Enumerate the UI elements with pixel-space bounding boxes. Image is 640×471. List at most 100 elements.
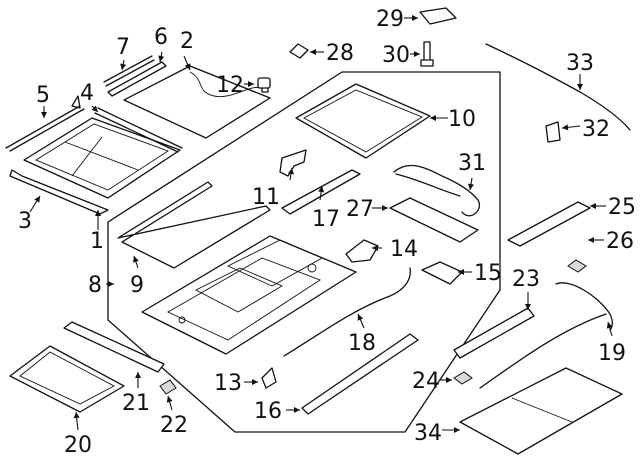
callout-10: 10	[448, 107, 476, 132]
part-panel-25	[507, 201, 591, 247]
callout-3: 3	[18, 209, 32, 234]
leader-arrowhead	[414, 51, 420, 57]
callout-34: 34	[414, 421, 442, 446]
part-bracket	[279, 149, 307, 177]
callout-26: 26	[606, 229, 634, 254]
part-plate	[389, 197, 479, 243]
part-guide	[261, 367, 277, 389]
callout-13: 13	[214, 371, 242, 396]
callout-32: 32	[582, 117, 610, 142]
part-bracket-32	[545, 121, 561, 143]
callout-30: 30	[382, 43, 410, 68]
leader-arrowhead	[590, 203, 596, 209]
callout-2: 2	[180, 29, 194, 54]
part-trim-panel	[63, 321, 165, 373]
callout-12: 12	[216, 73, 244, 98]
callout-8: 8	[88, 273, 102, 298]
callout-14: 14	[390, 237, 418, 262]
callout-29: 29	[376, 7, 404, 32]
callout-22: 22	[160, 413, 188, 438]
leader-arrowhead	[158, 55, 165, 62]
part-pad	[123, 65, 271, 139]
leader-arrowhead	[412, 15, 418, 21]
leader-arrowhead	[577, 84, 583, 90]
callout-6: 6	[154, 25, 168, 50]
leader-arrowhead	[458, 269, 464, 275]
leader-arrowhead	[525, 304, 531, 310]
callout-15: 15	[474, 261, 502, 286]
leader-arrowhead	[248, 81, 254, 87]
leader-arrowhead	[588, 237, 594, 243]
callout-25: 25	[608, 195, 636, 220]
leader-arrowhead	[91, 105, 98, 112]
leader-arrowhead	[120, 63, 127, 70]
callout-23: 23	[512, 267, 540, 292]
part-module-29	[419, 7, 457, 25]
leader-arrowhead	[430, 115, 436, 121]
leader-arrowhead	[294, 407, 300, 413]
leader-arrowhead	[357, 314, 364, 321]
part-seal-ring	[117, 181, 271, 269]
part-shade-34	[459, 367, 623, 455]
callout-labels: 1 2 3 4 5 6 7 8 9 10 11 12 13 14 15 16 1…	[18, 7, 636, 458]
leader-arrowhead	[606, 322, 613, 329]
part-clip	[71, 95, 81, 109]
leader-arrowhead	[372, 245, 378, 251]
callout-31: 31	[458, 151, 486, 176]
callout-7: 7	[116, 35, 130, 60]
leader-arrowhead	[252, 379, 258, 385]
part-glass-panel	[5, 105, 181, 215]
leader-arrowhead	[382, 205, 388, 211]
part-sunroof-glass	[295, 83, 431, 159]
part-strip-6	[107, 61, 167, 97]
part-grommet-28	[289, 43, 309, 59]
callout-9: 9	[130, 273, 144, 298]
part-strip-7	[103, 55, 155, 87]
part-clip-24	[453, 371, 473, 385]
callout-19: 19	[598, 341, 626, 366]
callout-18: 18	[348, 331, 376, 356]
callout-24: 24	[412, 369, 440, 394]
part-drain-hose	[479, 313, 607, 389]
part-deflector-strip	[94, 107, 183, 153]
callout-28: 28	[326, 41, 354, 66]
part-roof-frame	[141, 235, 357, 355]
leader-arrowhead	[34, 196, 40, 203]
leader-arrowhead	[318, 186, 325, 193]
part-side-rail	[301, 333, 419, 415]
callout-1: 1	[90, 229, 104, 254]
part-clip-22	[159, 379, 177, 395]
leader-arrowhead	[133, 256, 139, 263]
leader-arrowhead	[288, 168, 294, 175]
leader-arrowhead	[468, 183, 474, 190]
leader-arrowhead	[184, 63, 191, 70]
assembly-group-outline	[107, 71, 501, 433]
part-harness	[393, 164, 481, 217]
callout-27: 27	[346, 197, 374, 222]
callout-21: 21	[122, 391, 150, 416]
callout-20: 20	[64, 433, 92, 458]
leader-arrowhead	[135, 372, 141, 378]
callout-11: 11	[252, 185, 280, 210]
callout-16: 16	[254, 399, 282, 424]
part-drive-cable	[283, 267, 411, 357]
leader-arrowhead	[454, 427, 460, 433]
part-strip-23	[453, 307, 535, 359]
leader-arrowhead	[310, 49, 316, 55]
leader-arrowhead	[41, 112, 47, 118]
part-screw-30	[420, 41, 434, 67]
part-bracket-15	[421, 261, 463, 285]
part-motor	[345, 239, 379, 263]
leader-arrowhead	[108, 281, 114, 287]
part-push-clip	[257, 77, 271, 93]
leader-arrowhead	[166, 396, 173, 403]
callout-17: 17	[312, 207, 340, 232]
leader-arrowhead	[562, 124, 569, 131]
leader-arrowhead	[446, 377, 452, 383]
leader-arrowhead	[95, 210, 101, 216]
part-clip-26	[567, 259, 587, 273]
part-cable-33	[485, 43, 631, 131]
callout-5: 5	[36, 83, 50, 108]
callout-33: 33	[566, 51, 594, 76]
